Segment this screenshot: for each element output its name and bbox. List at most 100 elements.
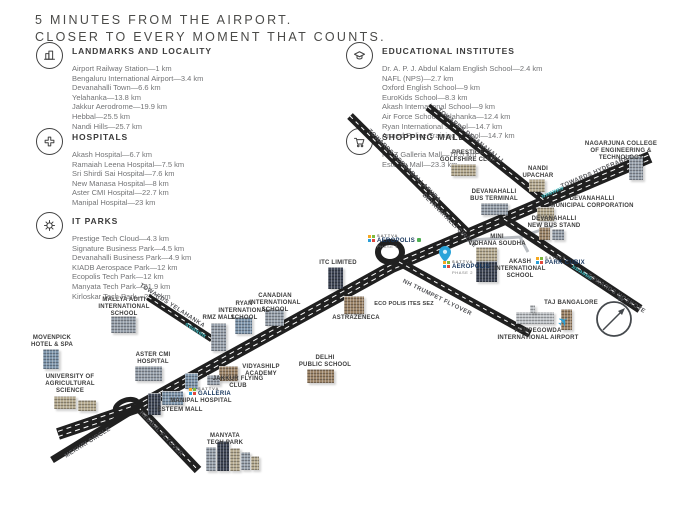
building-icon — [265, 309, 284, 326]
building-icon — [561, 309, 572, 330]
graduation-cap-icon — [346, 42, 373, 69]
legend-item: Manipal Hospital—23 km — [72, 197, 156, 207]
project-brand: SATTVA — [198, 386, 220, 391]
map-label-manyata-tech-park: MANYATA TECH PARK — [206, 433, 244, 446]
legend-items: Prestige Tech Cloud—4.3 km Signature Bus… — [72, 234, 191, 301]
legend-item: Armed Police Training School—14.7 km — [382, 131, 515, 141]
map-label-nagarjuna-college: NAGARJUNA COLLEGE OF ENGINEERING & TECHN… — [584, 141, 658, 161]
project-logo-sattva-aeropolis-phase2: SATTVA AEROPOLIS PHASE 2 — [443, 259, 490, 275]
building-icon — [235, 317, 252, 334]
map-label-akash-international-school: AKASH INTERNATIONAL SCHOOL — [494, 259, 546, 279]
building-icon — [476, 261, 497, 282]
map-label-canadian-international-school: CANADIAN INTERNATIONAL SCHOOL — [249, 293, 301, 313]
map-label-movenpick: MOVENPICK HOTEL & SPA — [31, 335, 73, 348]
building-icon — [552, 229, 564, 240]
sattva-logo-icon — [368, 235, 375, 242]
map-label-devanahalli-bus-terminal: DEVANAHALLI BUS TERMINAL — [470, 189, 518, 202]
project-name: AEROPOLIS — [377, 238, 416, 244]
project-name: AEROPOLIS — [452, 264, 491, 270]
building-icon — [211, 323, 226, 351]
legend-item: Hebbal—25.5 km — [72, 111, 130, 121]
legend-item: Manyata Tech Park—21.9 km — [72, 281, 171, 291]
building-icon — [629, 156, 643, 180]
building-icon — [78, 400, 96, 411]
map-label-delhi-public-school: DELHI PUBLIC SCHOOL — [298, 355, 352, 368]
map-label-astrazeneca: ASTRAZENECA — [332, 315, 380, 321]
map-label-aster-cmi: ASTER CMI HOSPITAL — [135, 352, 171, 365]
legend-item: Devanahalli Business Park—4.9 km — [72, 253, 192, 263]
building-icon — [206, 447, 216, 471]
hebbal-roundabout-loop — [112, 396, 142, 418]
building-icon — [135, 366, 162, 381]
legend-title: EDUCATIONAL INSTITUTES — [382, 46, 515, 56]
legend-item: Akash International School—9 km — [382, 102, 495, 112]
gear-icon — [36, 212, 63, 239]
building-icon — [54, 396, 76, 409]
project-sub: PHASE 1 — [377, 244, 399, 249]
building-icon — [344, 296, 364, 314]
page-title: 5 MINUTES FROM THE AIRPORT. CLOSER TO EV… — [35, 12, 386, 46]
map-label-eco-polis-ites-sez: ECO POLIS ITES SEZ — [374, 301, 434, 307]
building-icon — [307, 369, 334, 383]
map-label-devanahalli-new-bus-stand: DEVANAHALLI NEW BUS STAND — [527, 216, 581, 229]
road-nh-main — [56, 151, 653, 440]
building-icon — [219, 366, 238, 381]
legend-item: Jakkur Aerodrome—19.9 km — [72, 102, 168, 112]
legend-item: Devanahalli Town—6.6 km — [72, 83, 161, 93]
building-icon — [481, 203, 508, 215]
map-label-vidyashilp-academy: VIDYASHILP ACADEMY — [242, 364, 280, 377]
legend-item: NAFL (NPS)—2.7 km — [382, 73, 454, 83]
building-icon — [148, 393, 161, 415]
project-name: PARK CUBIX — [545, 260, 585, 266]
map-label-itc-limited: ITC LIMITED — [319, 260, 357, 266]
legend-items: RMZ Galleria Mall—16.5 km Esteem Mall—23… — [382, 150, 476, 169]
sattva-logo-icon — [189, 388, 196, 395]
project-name: GALLERIA — [198, 391, 232, 397]
building-icon — [537, 207, 554, 221]
project-logo-sattva-galleria: SATTVA GALLERIA — [189, 386, 231, 397]
legend-itparks: IT PARKS Prestige Tech Cloud—4.3 km Sign… — [36, 212, 191, 301]
legend-item: New Manasa Hospital—8 km — [72, 178, 169, 188]
legend-title: SHOPPING MALLS — [382, 132, 472, 142]
legend-title: LANDMARKS AND LOCALITY — [72, 46, 212, 56]
building-icon — [451, 164, 476, 176]
buildings-icon — [36, 42, 63, 69]
page-title-line2: CLOSER TO EVERY MOMENT THAT COUNTS. — [35, 30, 386, 44]
legend-hospitals: HOSPITALS Akash Hospital—6.7 km Ramaiah … — [36, 128, 184, 208]
map-label-prestige-golfshire-club: PRESTIGE GOLFSHIRE CLUB — [439, 150, 497, 163]
project-logo-sattva-aeropolis-phase1: SATTVA AEROPOLIS PHASE 1 — [368, 233, 415, 249]
building-icon — [111, 316, 136, 333]
legend-item: Esteem Mall—23.3 km — [382, 159, 458, 169]
map-label-jakkur-flying-club: JAKKUR FLYING CLUB — [212, 376, 264, 389]
legend-item: Aster CMI Hospital—22.7 km — [72, 188, 169, 198]
sattva-logo-icon — [536, 257, 543, 264]
legend-title: HOSPITALS — [72, 132, 129, 142]
legend-item: Dr. A. P. J. Abdul Kalam English School—… — [382, 64, 543, 73]
building-icon — [185, 373, 198, 389]
building-icon — [241, 452, 250, 470]
map-label-ryan-international-school: RYAN INTERNATIONAL SCHOOL — [218, 301, 270, 321]
page-title-line1: 5 MINUTES FROM THE AIRPORT. — [35, 13, 293, 27]
legend-educational: EDUCATIONAL INSTITUTES Dr. A. P. J. Abdu… — [346, 42, 542, 141]
legend-item: Akash Hospital—6.7 km — [72, 150, 153, 159]
legend-items: Akash Hospital—6.7 km Ramaiah Leena Hosp… — [72, 150, 184, 208]
building-icon — [251, 456, 259, 470]
project-sub: PHASE 2 — [452, 270, 474, 275]
map-label-nandi-upachar: NANDI UPACHAR — [522, 166, 554, 179]
building-icon — [328, 267, 343, 289]
legend-item: Air Force School, Yelahanka—12.4 km — [382, 111, 511, 121]
building-icon — [217, 441, 229, 471]
project-brand: SATTVA — [452, 259, 474, 264]
legend-item: KIADB Aerospace Park—12 km — [72, 262, 178, 272]
legend-item: Signature Business Park—4.5 km — [72, 243, 185, 253]
airport-terminal-icon — [516, 312, 554, 324]
project-brand: SATTVA — [377, 233, 399, 238]
airport-tower-icon — [530, 305, 535, 313]
medical-cross-icon — [36, 128, 63, 155]
map-label-kempegowda-airport: KEMPEGOWDA INTERNATIONAL AIRPORT — [497, 328, 579, 341]
project-logo-sattva-park-cubix: SATTVA PARK CUBIX — [536, 255, 585, 266]
compass-north-label: N — [618, 296, 624, 303]
legend-item: Ramaiah Leena Hospital—7.5 km — [72, 159, 185, 169]
